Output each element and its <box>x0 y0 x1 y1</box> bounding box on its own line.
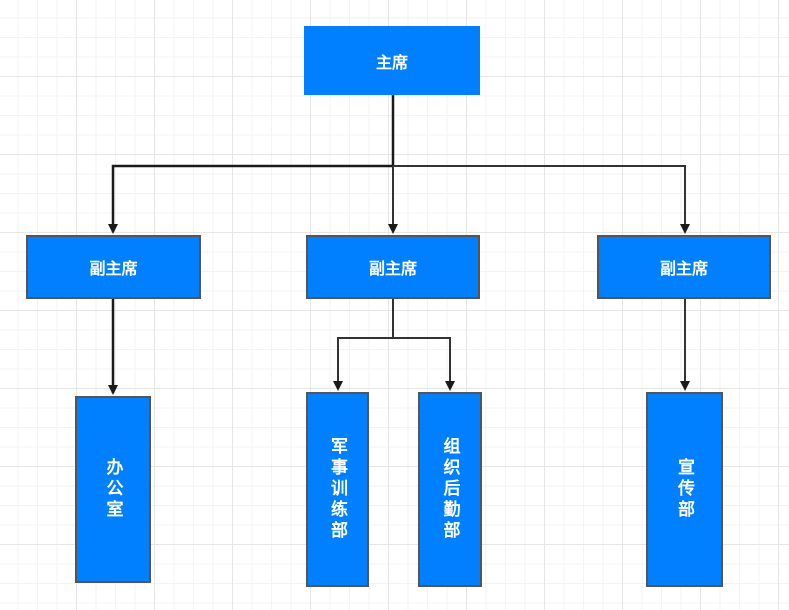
node-vice-chair-left[interactable]: 副主席 <box>26 235 201 299</box>
node-dept-org-logistics-label: 组织后勤部 <box>439 437 460 542</box>
node-vice-chair-right[interactable]: 副主席 <box>597 235 771 299</box>
node-dept-publicity[interactable]: 宣传部 <box>646 392 723 587</box>
node-vice-chair-center-label: 副主席 <box>368 259 417 278</box>
connector-root-to-vice-right <box>393 165 690 234</box>
node-dept-military-training[interactable]: 军事训练部 <box>306 392 369 587</box>
node-chairman-label: 主席 <box>375 52 408 72</box>
node-dept-office[interactable]: 办公室 <box>75 396 151 583</box>
node-dept-office-label: 办公室 <box>102 458 123 521</box>
node-chairman[interactable]: 主席 <box>304 26 480 95</box>
node-vice-chair-right-label: 副主席 <box>659 259 708 278</box>
connector-vice-center-to-military <box>333 337 393 391</box>
connector-vice-center-to-logistics <box>393 337 455 391</box>
node-vice-chair-left-label: 副主席 <box>89 259 138 278</box>
node-dept-publicity-label: 宣传部 <box>674 458 694 521</box>
node-dept-org-logistics[interactable]: 组织后勤部 <box>418 392 482 587</box>
connector-root-to-vice-left <box>108 164 393 234</box>
node-vice-chair-center[interactable]: 副主席 <box>306 235 480 299</box>
node-dept-military-training-label: 军事训练部 <box>327 437 347 542</box>
